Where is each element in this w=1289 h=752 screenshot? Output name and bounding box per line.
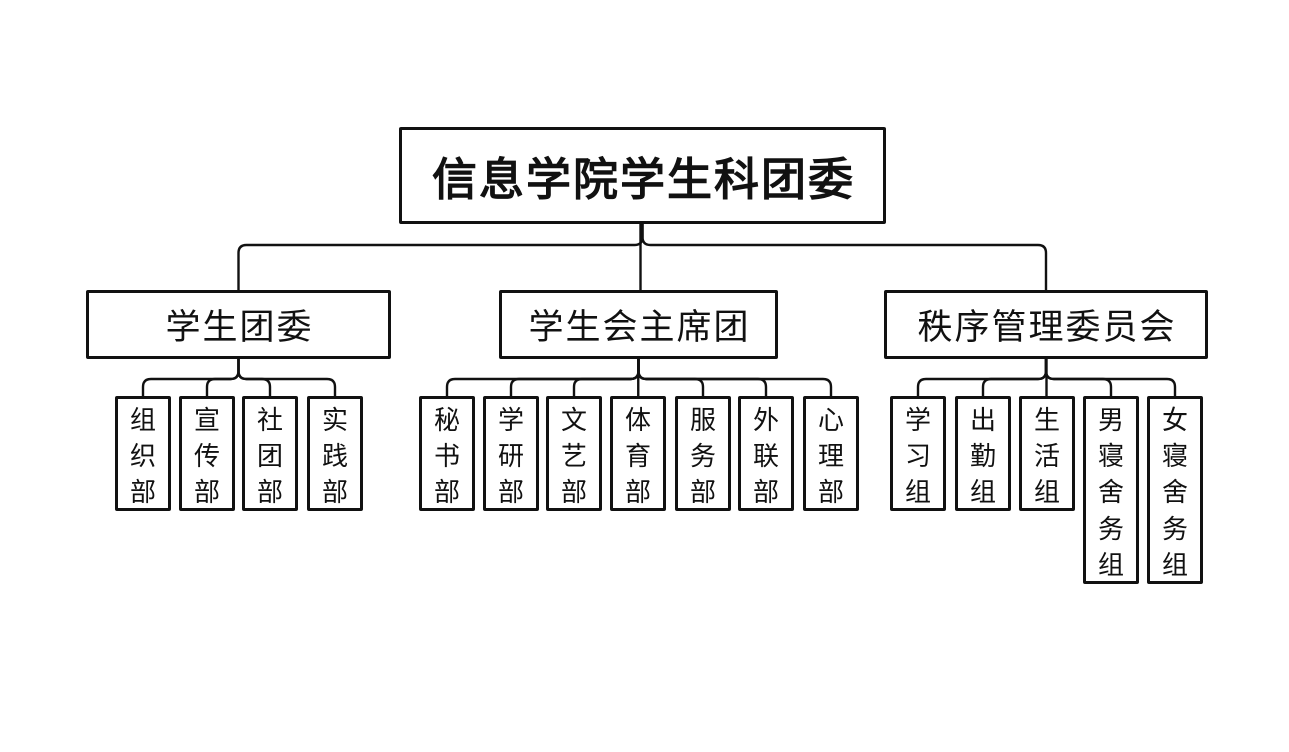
org-leaf-box-2-3-label: 男寝舍务组 [1097, 405, 1124, 580]
org-leaf-box-1-3: 体育部 [610, 396, 666, 511]
org-leaf-box-0-1-label: 宣传部 [193, 405, 220, 508]
org-branch-box-0: 学生团委 [86, 290, 391, 359]
org-leaf-box-2-0: 学习组 [890, 396, 946, 511]
org-leaf-box-0-3: 实践部 [307, 396, 363, 511]
org-leaf-box-0-2: 社团部 [242, 396, 298, 511]
org-leaf-box-2-4: 女寝舍务组 [1147, 396, 1203, 584]
org-root-box-label: 信息学院学生科团委 [431, 154, 855, 205]
org-branch-box-1: 学生会主席团 [499, 290, 778, 359]
org-leaf-box-1-0: 秘书部 [419, 396, 475, 511]
org-leaf-box-1-3-label: 体育部 [624, 405, 651, 508]
org-leaf-box-1-6-label: 心理部 [817, 405, 844, 508]
org-leaf-box-0-1: 宣传部 [179, 396, 235, 511]
org-leaf-box-2-4-label: 女寝舍务组 [1161, 405, 1188, 580]
org-leaf-box-2-3: 男寝舍务组 [1083, 396, 1139, 584]
org-leaf-box-0-0-label: 组织部 [129, 405, 156, 508]
org-leaf-box-0-0: 组织部 [115, 396, 171, 511]
org-leaf-box-1-2: 文艺部 [546, 396, 602, 511]
org-leaf-box-2-2-label: 生活组 [1033, 405, 1060, 508]
org-leaf-box-1-0-label: 秘书部 [433, 405, 460, 508]
org-leaf-box-1-5-label: 外联部 [752, 405, 779, 508]
org-leaf-box-1-1-label: 学研部 [497, 405, 524, 508]
org-leaf-box-1-4-label: 服务部 [689, 405, 716, 508]
org-leaf-box-2-1-label: 出勤组 [969, 405, 996, 508]
org-leaf-box-1-1: 学研部 [483, 396, 539, 511]
org-branch-box-1-label: 学生会主席团 [528, 308, 751, 347]
org-leaf-box-1-4: 服务部 [675, 396, 731, 511]
org-leaf-box-1-2-label: 文艺部 [560, 405, 587, 508]
org-root-box: 信息学院学生科团委 [399, 127, 886, 224]
org-branch-box-2: 秩序管理委员会 [884, 290, 1208, 359]
org-leaf-box-2-1: 出勤组 [955, 396, 1011, 511]
org-branch-box-0-label: 学生团委 [165, 308, 314, 347]
org-leaf-box-1-6: 心理部 [803, 396, 859, 511]
org-leaf-box-0-2-label: 社团部 [256, 405, 283, 508]
org-leaf-box-2-2: 生活组 [1019, 396, 1075, 511]
org-leaf-box-0-3-label: 实践部 [321, 405, 348, 508]
org-branch-box-2-label: 秩序管理委员会 [917, 308, 1177, 347]
org-leaf-box-2-0-label: 学习组 [904, 405, 931, 508]
org-leaf-box-1-5: 外联部 [738, 396, 794, 511]
